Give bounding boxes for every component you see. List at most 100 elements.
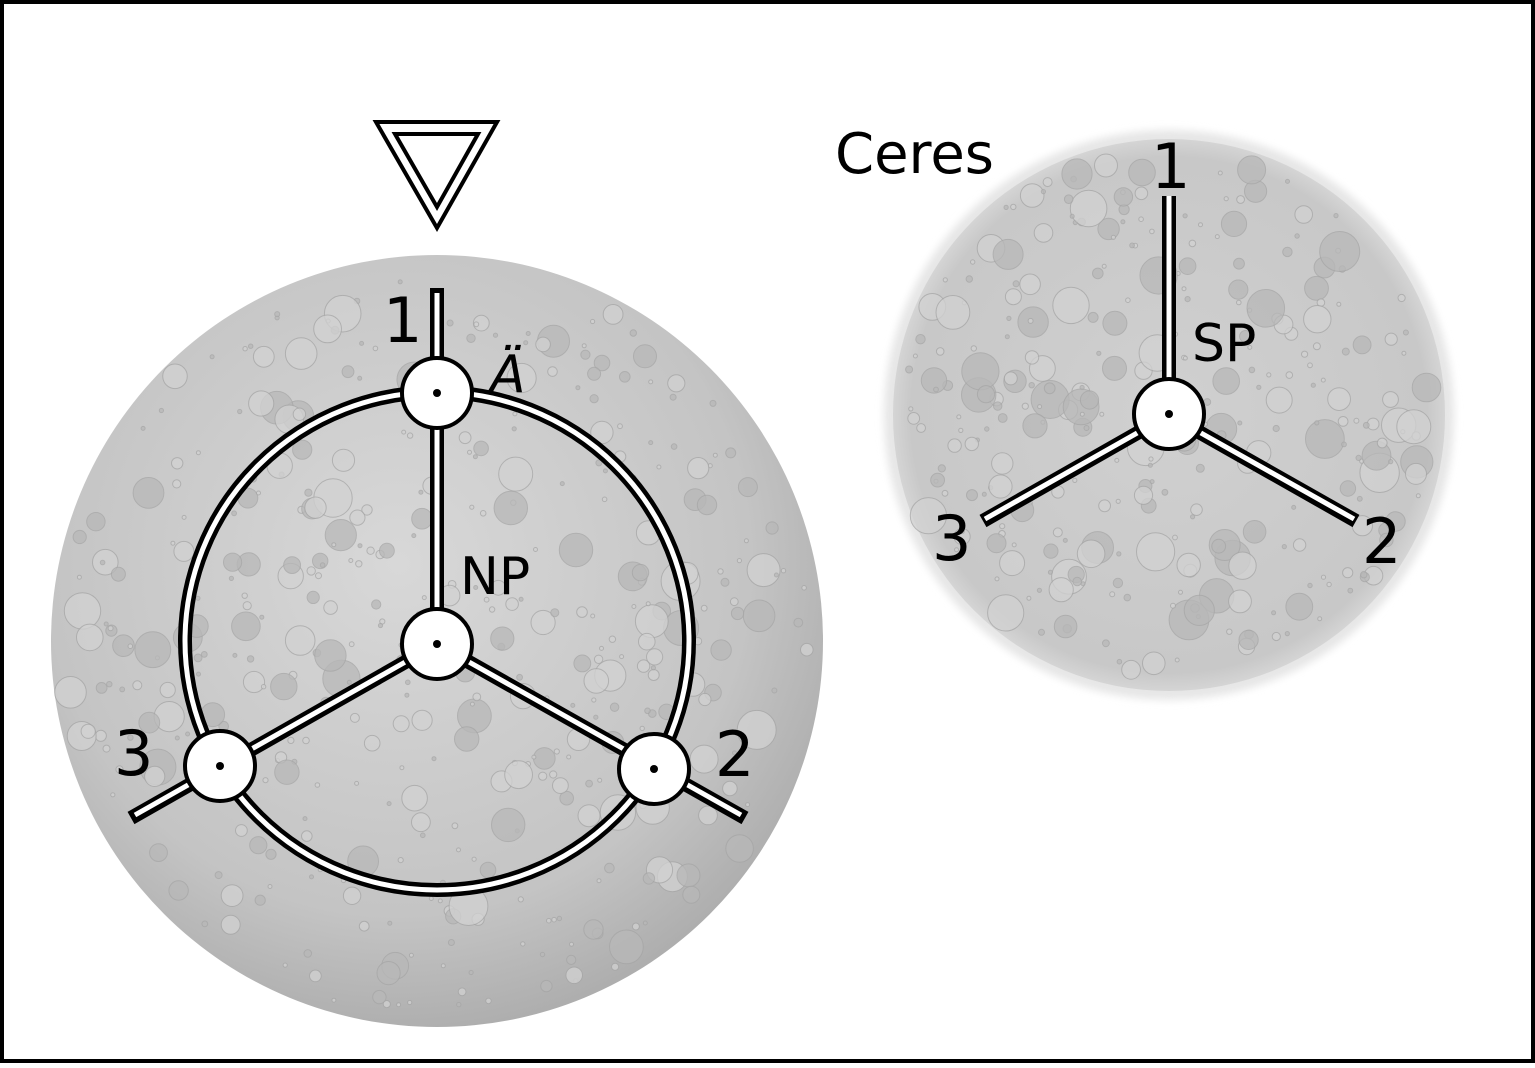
crater [1188,239,1197,248]
crater [920,367,948,394]
crater [1110,234,1117,240]
crater [1094,153,1118,178]
crater [302,816,308,822]
crater [997,413,1008,423]
crater [472,314,490,332]
crater [553,748,560,755]
crater [930,472,945,488]
crater [771,687,778,694]
crater [601,496,608,503]
crater [1356,495,1363,502]
crater [1239,330,1252,343]
crater [577,804,601,828]
crater [479,510,487,517]
crater [504,760,533,790]
crater [800,642,814,657]
node-left [183,729,257,803]
crater [397,857,404,864]
crater [590,318,596,325]
crater [249,836,268,855]
crater [54,676,87,709]
crater [220,914,241,935]
crater [915,334,926,345]
crater [201,920,209,928]
crater [631,922,640,931]
crater [549,770,558,779]
right-axis-label-3: 3 [932,502,971,575]
crater [1292,538,1307,552]
crater [604,862,615,874]
crater [999,550,1026,577]
crater [520,941,526,947]
crater [1341,441,1347,448]
crater [689,744,719,774]
crater [970,345,977,352]
crater [1226,628,1233,635]
crater [214,871,223,880]
crater [1181,286,1187,292]
crater [516,673,523,681]
crater [396,1002,402,1008]
crater [342,886,362,905]
crater [556,915,563,922]
crater [323,600,338,615]
crater [619,654,625,660]
crater [469,701,475,707]
crater [127,734,134,741]
crater [456,847,461,853]
crater [314,782,321,788]
crater [540,979,553,993]
crater [457,987,467,997]
right-globe: Ceres 1 2 3 SP [835,122,1454,700]
crater [1004,288,1022,306]
crater [162,363,188,390]
crater [267,884,273,889]
crater [1069,189,1108,228]
crater [1076,539,1106,569]
crater [720,577,730,587]
crater [1190,503,1203,517]
crater [558,532,594,568]
crater [1178,589,1183,595]
north-pole-label: NP [460,547,530,607]
crater [1266,372,1272,378]
crater [1109,591,1116,598]
crater [732,750,737,756]
crater [736,558,743,564]
crater [780,568,787,574]
crater [1294,233,1300,239]
crater [1019,273,1041,296]
crater [354,780,360,786]
crater [1037,404,1043,410]
crater [472,454,478,460]
crater [1214,234,1220,240]
crater [1048,577,1074,603]
crater [421,595,427,601]
crater [493,490,528,526]
node-top [400,356,474,430]
crater [1237,155,1267,185]
crater [408,952,414,958]
crater [103,621,109,627]
crater [209,354,215,360]
crater [200,651,208,658]
crater [942,277,948,283]
crater [535,336,551,353]
crater [324,519,357,552]
crater [319,562,326,568]
crater [1092,267,1104,280]
crater [451,822,459,830]
crater [801,585,807,591]
crater [301,830,313,842]
crater [1036,587,1043,593]
crater [589,394,599,404]
crater [106,681,113,688]
crater [746,553,781,588]
crater [722,780,738,797]
crater [1040,189,1047,195]
crater [976,385,996,404]
crater [466,333,476,343]
crater [631,563,650,582]
crater [1238,629,1259,651]
